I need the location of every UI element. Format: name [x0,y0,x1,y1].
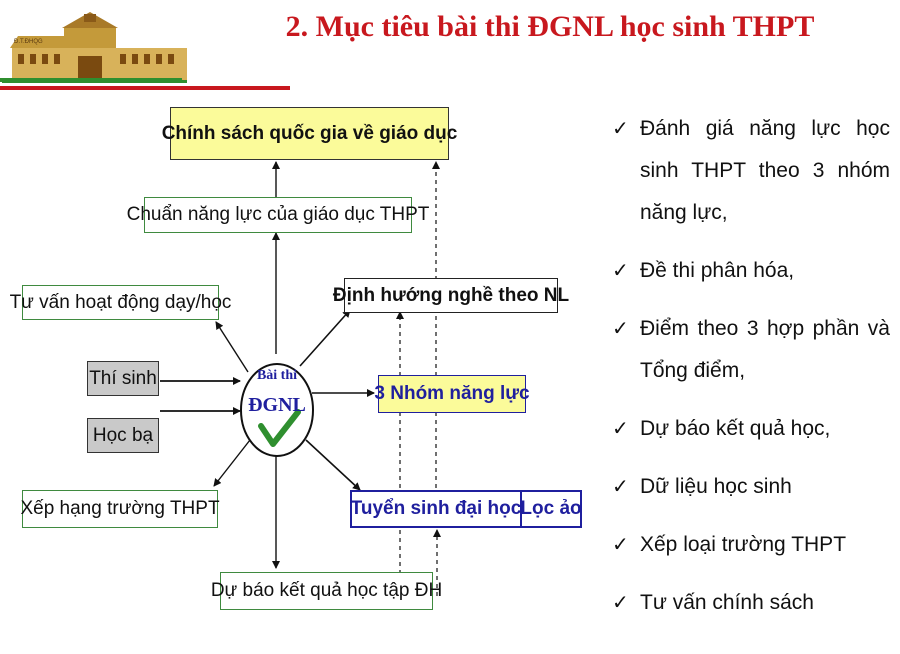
list-item: ✓ Đề thi phân hóa, [608,250,890,292]
list-item: ✓ Dự báo kết quả học, [608,408,890,450]
checkmark-icon: ✓ [612,534,629,556]
standards-box: Chuẩn năng lực của giáo dục THPT [127,197,429,233]
list-item: ✓ Dữ liệu học sinh [608,466,890,508]
list-item-text: Dữ liệu học sinh [640,475,792,498]
checkmark-icon: ✓ [612,476,629,498]
list-item: ✓ Điểm theo 3 hợp phần và Tổng điểm, [608,308,890,392]
forecast-box: Dự báo kết quả học tập ĐH [211,572,442,610]
school-ranking-box: Xếp hạng trường THPT [20,490,220,528]
center-label-line2: ĐGNL [248,394,306,416]
list-item-text: Đề thi phân hóa, [640,259,795,282]
list-item-text: Tư vấn chính sách [640,591,814,614]
center-label-line1: Bài thi [256,368,298,383]
checkmark-icon: ✓ [612,418,629,440]
list-item: ✓ Đánh giá năng lực học sinh THPT theo 3… [608,108,890,234]
list-item-text: Đánh giá năng lực học sinh THPT theo 3 n… [640,117,890,224]
checkmark-icon [258,409,301,447]
national-policy-box: Chính sách quốc gia về giáo dục [162,107,457,160]
checkmark-icon: ✓ [612,592,629,614]
header-divider-red [0,86,290,90]
list-item-text: Dự báo kết quả học, [640,417,831,440]
slide-title: 2. Mục tiêu bài thi ĐGNL học sinh THPT [285,10,815,43]
list-item: ✓ Xếp loại trường THPT [608,524,890,566]
checkmark-icon: ✓ [612,118,629,140]
competency-groups-box: 3 Nhóm năng lực [374,375,530,413]
svg-text:Đ.T.ĐHQG: Đ.T.ĐHQG [14,39,43,45]
checkmark-icon: ✓ [612,318,629,340]
university-admission-box: Tuyển sinh đại học [350,490,522,528]
teaching-advice-box: Tư vấn hoạt động dạy/học [10,285,231,320]
candidate-box: Thí sinh [87,361,159,396]
virtual-filter-box: Lọc ảo [520,490,582,528]
header-divider-green [0,78,182,82]
checkmark-icon: ✓ [612,260,629,282]
objectives-list: ✓ Đánh giá năng lực học sinh THPT theo 3… [608,108,890,624]
list-item-text: Điểm theo 3 hợp phần và Tổng điểm, [640,317,890,382]
list-item-text: Xếp loại trường THPT [640,533,847,556]
list-item: ✓ Tư vấn chính sách [608,582,890,624]
career-orientation-box: Định hướng nghề theo NL [333,278,569,313]
school-record-box: Học bạ [87,418,159,453]
university-building-logo: Đ.T.ĐHQG [2,6,212,86]
